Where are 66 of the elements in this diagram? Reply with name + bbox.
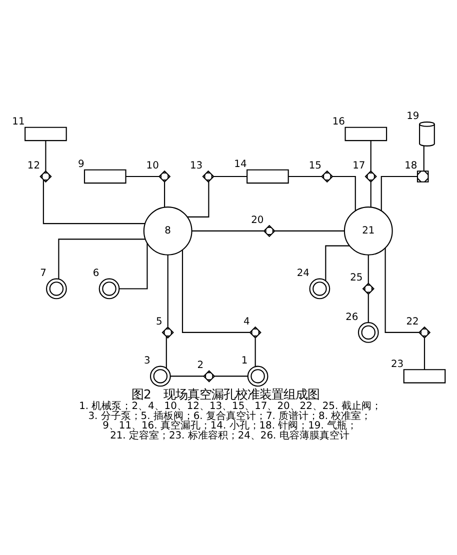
connector xyxy=(192,230,264,231)
connector xyxy=(424,338,426,369)
node-label: 17 xyxy=(352,160,366,171)
connector xyxy=(58,238,146,278)
connector xyxy=(368,294,369,322)
node-box xyxy=(84,168,126,184)
connector xyxy=(274,230,344,231)
connector xyxy=(126,175,160,177)
connector xyxy=(42,179,146,224)
node-circle xyxy=(247,365,268,386)
node-label: 15 xyxy=(308,160,322,171)
connector xyxy=(170,375,204,376)
node-label: 12 xyxy=(27,160,40,171)
connector xyxy=(380,175,418,210)
connector xyxy=(332,175,356,210)
node-label: 19 xyxy=(406,110,420,122)
node-circle xyxy=(150,365,171,386)
node-box xyxy=(344,126,388,141)
node-label: 26 xyxy=(346,311,358,322)
node-label: 10 xyxy=(146,160,159,171)
connector xyxy=(166,336,167,368)
node-label: 11 xyxy=(12,116,25,128)
node-label: 18 xyxy=(404,160,418,171)
node-label: 2 xyxy=(197,360,204,371)
node-label: 4 xyxy=(244,316,250,327)
node-label: 24 xyxy=(296,268,310,279)
node-label: 20 xyxy=(251,214,264,226)
node-label: 13 xyxy=(190,160,203,171)
node-label: 14 xyxy=(234,158,247,170)
connector xyxy=(45,140,46,171)
node-label: 16 xyxy=(332,116,345,128)
connector xyxy=(182,250,250,332)
node-box xyxy=(24,126,67,141)
connector xyxy=(119,242,148,289)
node-circle xyxy=(309,278,330,299)
node-label: 1 xyxy=(241,354,248,366)
connector xyxy=(423,146,424,171)
node-label: 25 xyxy=(350,272,363,284)
connector xyxy=(288,175,322,177)
node-label: 5 xyxy=(156,316,162,327)
connector xyxy=(164,181,166,207)
node-circle xyxy=(46,278,67,299)
node-label: 23 xyxy=(390,358,404,370)
node-label: 9 xyxy=(78,158,84,170)
node-box xyxy=(246,168,289,184)
node-label: 3 xyxy=(144,354,150,366)
caption: 1. 机械泵；2、4、10、12、13、15、17、20、22、25. 截止阀；3. 分子泵；5. 插板阀；6. 复合真空计；7. 质谱计；8. 校准室；9、11、16. 真空漏孔；14. 小孔；18. 针阀；19. 气瓶；21. 定容室；23. 标准容积；24、26. 电容薄膜真空计 xyxy=(79,400,382,442)
node-circle xyxy=(98,278,120,299)
node-label: 7 xyxy=(40,268,46,279)
node-label: 22 xyxy=(406,316,419,327)
node-box xyxy=(403,368,446,383)
connector xyxy=(167,254,168,326)
node-circle xyxy=(358,322,379,342)
connector xyxy=(370,181,372,207)
connector xyxy=(187,180,210,217)
connector xyxy=(325,244,350,280)
connector xyxy=(368,254,369,283)
node-label: 6 xyxy=(92,268,100,279)
connector xyxy=(384,247,420,332)
connector xyxy=(214,375,248,376)
connector xyxy=(370,140,372,171)
connector xyxy=(254,338,256,366)
diagram-title: 图2 现场真空漏孔校准装置组成图 xyxy=(132,386,320,401)
connector xyxy=(214,175,248,177)
node-circle: 21 xyxy=(344,206,393,255)
node-circle: 8 xyxy=(143,206,192,255)
